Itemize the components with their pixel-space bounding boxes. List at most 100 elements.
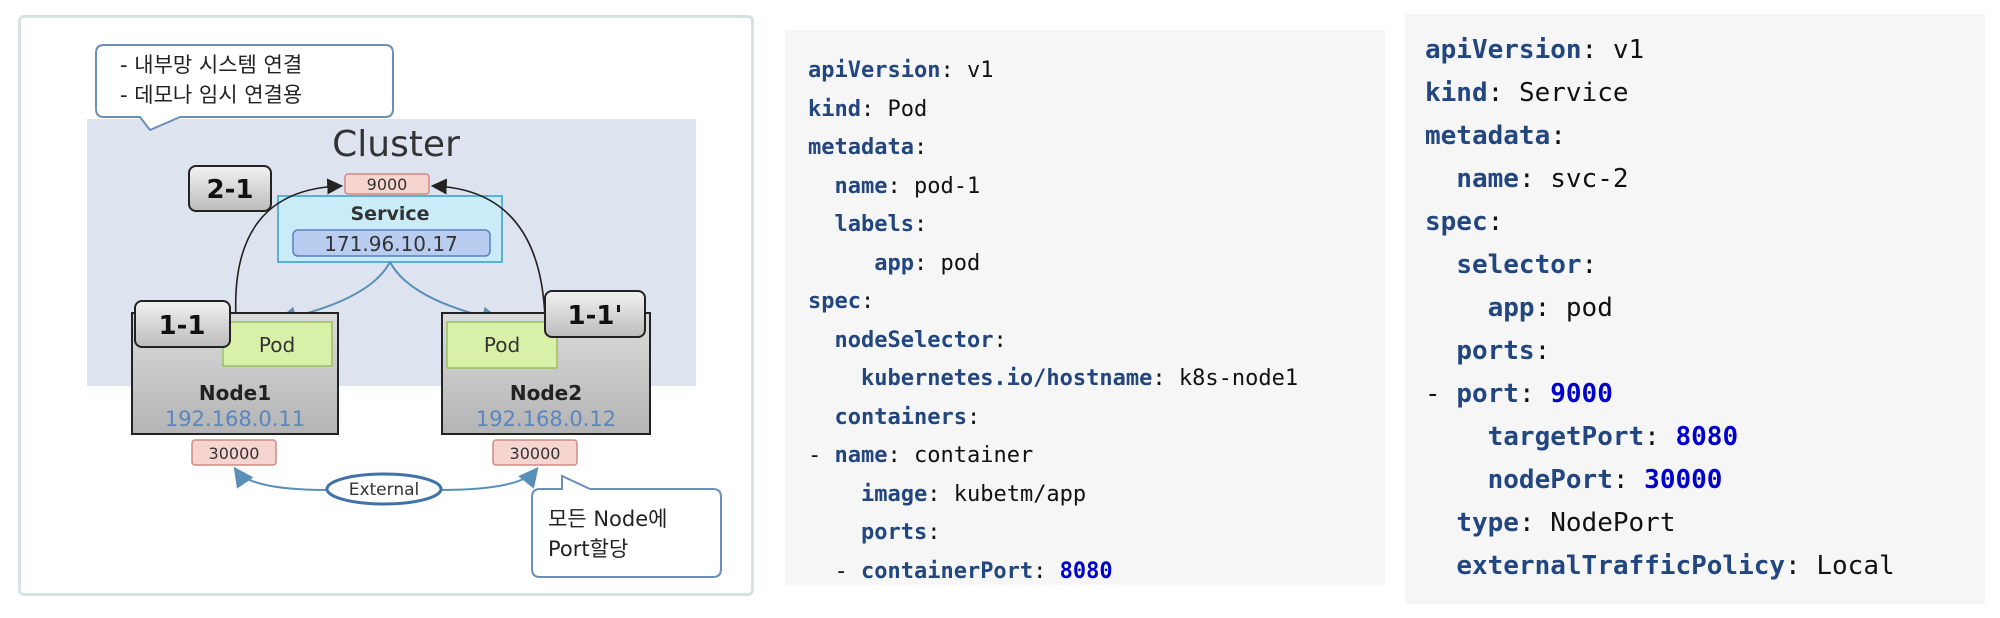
yaml-line: labels: [834,212,928,237]
yaml-line: - port: 9000 [1425,379,1613,409]
service-ip: 171.96.10.17 [324,232,458,256]
yaml-key: nodeSelector [834,327,994,353]
yaml-value: 8080 [1059,558,1113,584]
yaml-line: nodeSelector: [834,327,1007,353]
yaml-value: pod [1565,293,1613,323]
service-ip-box [292,229,491,257]
svg-text:Port할당: Port할당 [548,537,628,561]
yaml-key: labels [834,212,914,237]
yaml-line: apiVersion: v1 [808,58,994,83]
yaml-line: spec: [1425,207,1504,237]
yaml-line: spec: [808,289,875,314]
yaml-value: container [913,443,1034,468]
yaml-line: app: pod [874,250,981,276]
yaml-key: selector [1456,250,1582,280]
yaml-line: - name: container [808,443,1034,468]
yaml-line: - containerPort: 8080 [808,558,1113,584]
yaml-line: metadata: [1425,121,1566,151]
yaml-value: NodePort [1550,508,1676,538]
service-label: Service [351,203,430,225]
yaml-value: Local [1816,551,1895,581]
yaml-value: pod [940,250,981,276]
yaml-value: k8s-node1 [1178,366,1299,391]
yaml-key: app [1487,293,1535,323]
arrow-external-to-node2 [439,466,539,491]
svg-text:- 내부망 시스템 연결: - 내부망 시스템 연결 [120,53,302,77]
yaml-key: port [1456,379,1519,409]
yaml-line: targetPort: 8080 [1487,422,1739,452]
badge-2-1 [188,165,272,212]
yaml-line: selector: [1456,250,1598,280]
external-ellipse [325,472,443,506]
arrow-node1-to-service [234,178,344,319]
pod1 [222,321,333,367]
node1: Pod 1-1 Node1 192.168.0.11 30000 [131,300,339,466]
node1-name: Node1 [199,381,271,405]
service-port-box [344,173,430,195]
yaml-line: ports: [860,520,941,545]
yaml-value: Service [1518,78,1629,108]
node1-ip: 192.168.0.11 [165,407,305,431]
yaml-line: name: pod-1 [834,173,981,199]
yaml-line: nodePort: 30000 [1487,465,1723,495]
yaml-key: kubernetes.io/hostname [860,366,1153,391]
yaml-key: targetPort [1487,422,1645,452]
svg-text:1-1': 1-1' [568,301,623,331]
yaml-line: kubernetes.io/hostname: k8s-node1 [860,366,1299,391]
yaml-key: nodePort [1487,465,1613,495]
yaml-value: pod-1 [913,173,981,199]
yaml-value: 9000 [1550,379,1613,409]
badge-2-1-label: 2-1 [207,175,254,205]
yaml-key: externalTrafficPolicy [1456,551,1786,581]
svg-text:- 데모나 임시 연결용: - 데모나 임시 연결용 [120,83,302,107]
svg-text:모든 Node에: 모든 Node에 [548,507,667,531]
node2-port: 30000 [510,444,561,463]
yaml-key: metadata [808,135,914,160]
node2: Pod 1-1' Node2 192.168.0.12 30000 [441,290,651,466]
svg-text:Pod: Pod [259,333,295,357]
yaml-line: kind: Service [1425,78,1629,108]
arrow-external-to-node1 [233,466,329,491]
yaml-value: kubetm/app [953,481,1087,507]
yaml-line: kind: Pod [808,96,928,122]
yaml-key: ports [1456,336,1535,366]
yaml-line: type: NodePort [1456,508,1676,538]
yaml-line: containers: [834,404,981,430]
yaml-line: app: pod [1487,293,1613,323]
svg-text:1-1: 1-1 [159,311,206,341]
external-label: External [349,480,420,500]
node1-port: 30000 [209,444,260,463]
node2-name: Node2 [510,381,582,405]
pod2 [446,321,558,369]
arrow-node2-to-service [430,178,546,319]
yaml-key: apiVersion [808,58,941,83]
yaml-value: v1 [966,58,994,83]
yaml-key: app [874,250,914,276]
yaml-key: kind [808,96,861,122]
yaml-key: apiVersion [1425,35,1582,65]
callout-internal: - 내부망 시스템 연결 - 데모나 임시 연결용 [95,44,394,132]
yaml-line: ports: [1456,336,1551,366]
yaml-key: spec [808,289,861,314]
yaml-key: kind [1425,78,1488,108]
callout-all-nodes: 모든 Node에 Port할당 [531,474,722,578]
yaml-value: v1 [1612,35,1645,65]
node2-ip: 192.168.0.12 [476,407,616,431]
yaml-key: name [1456,164,1519,194]
yaml-key: type [1456,508,1519,538]
yaml-key: containers [834,404,967,430]
yaml-line: name: svc-2 [1456,164,1629,194]
yaml-line: metadata: [808,135,928,160]
yaml-value: Pod [887,96,928,122]
service-port: 9000 [367,175,408,194]
yaml-key: spec [1425,207,1488,237]
nodeport-diagram: Cluster - 내부망 시스템 연결 - 데모나 임시 연결용 Servic… [87,44,722,578]
yaml-key: name [834,173,888,199]
yaml-key: name [834,443,888,468]
yaml-value: 8080 [1675,422,1739,452]
yaml-value: svc-2 [1550,164,1629,194]
yaml-key: metadata [1425,121,1551,151]
pod-yaml-code-block: apiVersion: v1 kind: Pod metadata: name: p… [785,30,1385,585]
yaml-value: 30000 [1644,465,1723,495]
